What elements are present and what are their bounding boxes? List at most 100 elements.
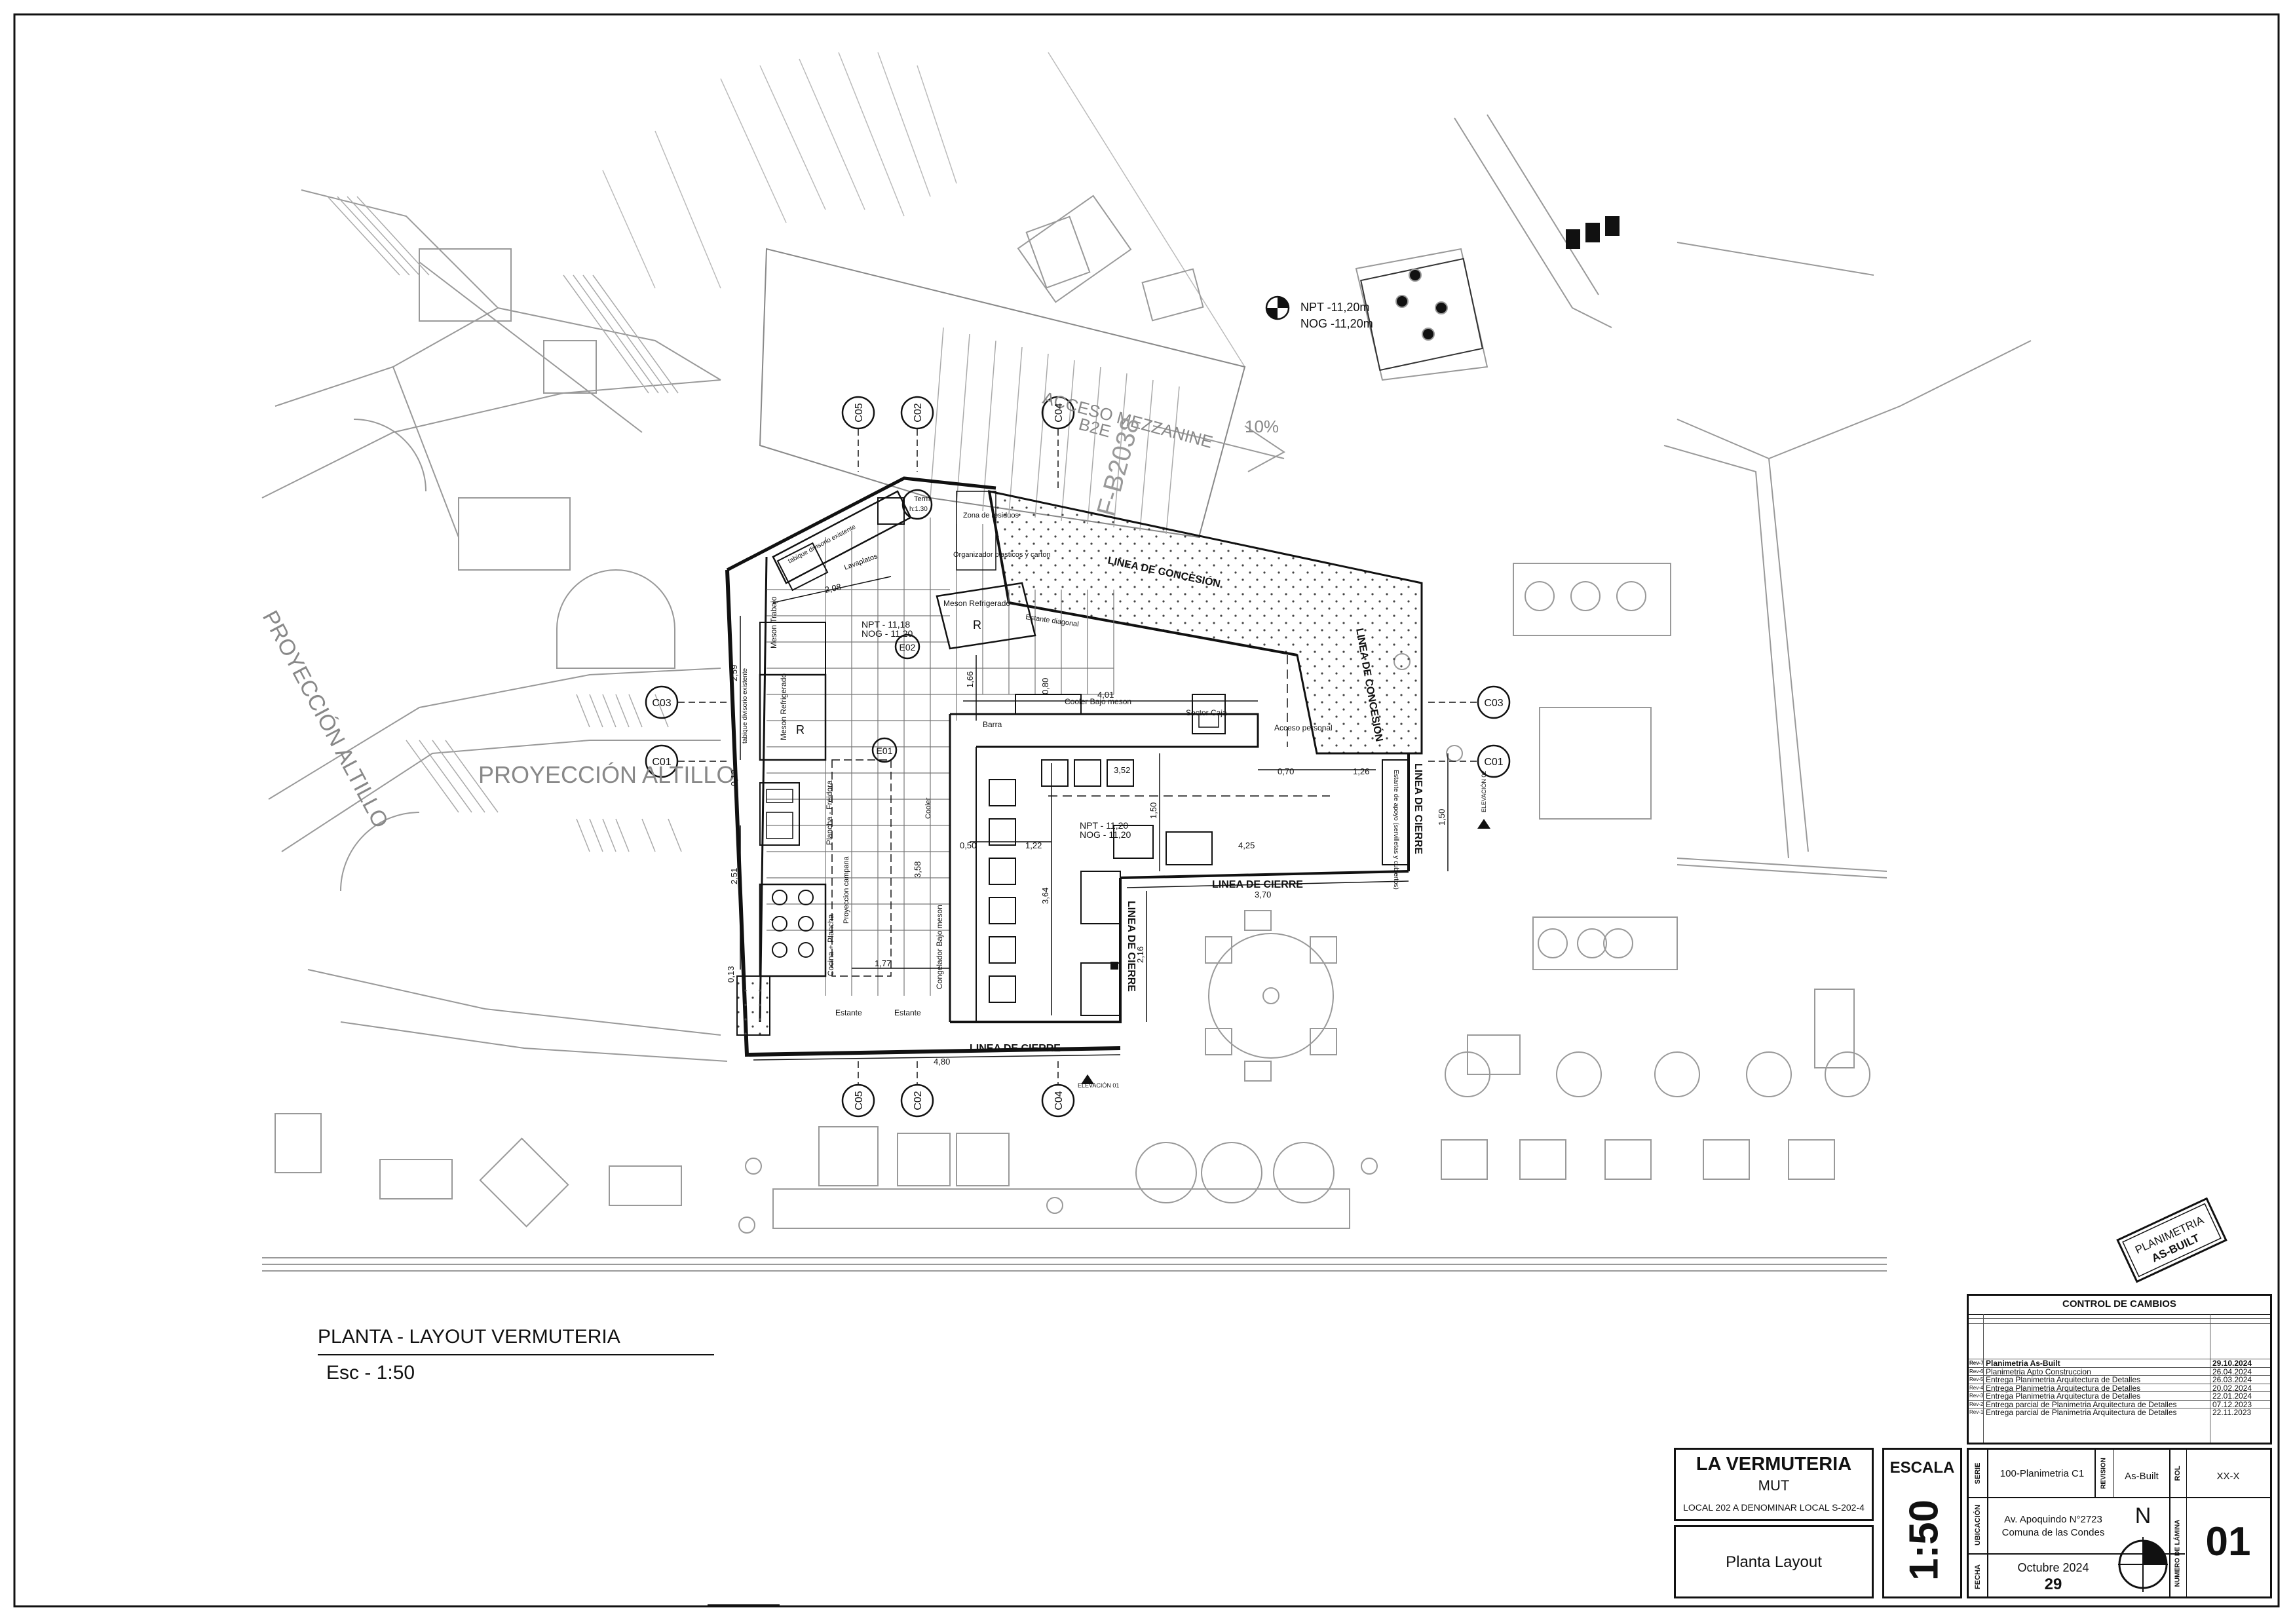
label-npt-top: NPT -11,20m xyxy=(1300,301,1369,314)
change-row-date: 29.10.2024 xyxy=(2212,1359,2252,1368)
dim-3-52: 3,52 xyxy=(1114,765,1130,775)
rol-label: ROL xyxy=(2174,1465,2182,1481)
label-nog-2: NOG - 11,20 xyxy=(1080,829,1131,840)
ubicacion-line1: Av. Apoquindo N°2723 xyxy=(2004,1514,2102,1525)
label-npt-2: NPT - 11,20 xyxy=(1080,820,1128,831)
section-marker-labels: C05 C02 C04 C05 C02 C04 C03 C01 C03 C01 … xyxy=(652,403,1503,1110)
change-row-date: 26.04.2024 xyxy=(2212,1367,2252,1376)
marker-c03-left: C03 xyxy=(652,698,671,709)
dim-2-08: 2,08 xyxy=(824,582,843,595)
label-estante-2: Estante xyxy=(894,1008,921,1017)
dim-4-25: 4,25 xyxy=(1238,840,1255,850)
dim-1-50-b: 1,50 xyxy=(1437,809,1447,825)
dim-3-58: 3,58 xyxy=(913,861,922,878)
dim-2-59: 2,59 xyxy=(729,665,739,681)
dim-4-01: 4,01 xyxy=(1097,690,1114,700)
change-row-date: 20.02.2024 xyxy=(2212,1383,2252,1393)
label-r-2: R xyxy=(973,618,981,632)
context-background xyxy=(261,52,2032,1272)
as-built-stamp: PLANIMETRIA AS-BUILT xyxy=(2116,1197,2227,1283)
label-npt-1: NPT - 11,18 xyxy=(862,619,910,630)
marker-c03-right: C03 xyxy=(1484,698,1503,709)
dim-0-50: 0,50 xyxy=(960,840,976,850)
dim-2-51: 2,51 xyxy=(729,868,739,884)
dim-1-26: 1,26 xyxy=(1353,766,1369,776)
dim-1-22: 1,22 xyxy=(1025,840,1042,850)
plan-title: PLANTA - LAYOUT VERMUTERIA xyxy=(318,1326,620,1348)
change-row-date: 26.03.2024 xyxy=(2212,1375,2252,1384)
label-term-height: h:1.30 xyxy=(909,506,928,513)
label-zona-residuos: Zona de residuos xyxy=(963,512,1019,519)
label-meson-trabajo: Meson Trabajo xyxy=(769,596,778,649)
fecha-label: FECHA xyxy=(1974,1564,1982,1589)
sheet-name: Planta Layout xyxy=(1726,1553,1822,1571)
label-proyeccion-campana: Proyeccion campana xyxy=(843,856,850,924)
main-plan xyxy=(645,295,1511,1118)
label-acceso-personal: Acceso personal xyxy=(1274,723,1333,732)
change-row-desc: Entrega Planimetria Arquitectura de Deta… xyxy=(1986,1383,2141,1393)
label-tabique-1: tabique divisorio existente xyxy=(742,668,749,744)
dim-3-64: 3,64 xyxy=(1040,888,1050,904)
marker-c01-right: C01 xyxy=(1484,757,1503,768)
dim-0-13-b: 0,13 xyxy=(726,966,736,983)
change-row-desc: Entrega parcial de Planimetria Arquitect… xyxy=(1986,1399,2177,1409)
ubicacion-label: UBICACIÓN xyxy=(1974,1504,1982,1546)
change-row-desc: Entrega Planimetria Arquitectura de Deta… xyxy=(1986,1391,2141,1401)
change-row-rev: Rev-5 xyxy=(1969,1376,1984,1382)
project-name: LA VERMUTERIA xyxy=(1696,1454,1852,1475)
client-name: MUT xyxy=(1758,1477,1790,1494)
label-term: Term xyxy=(914,495,930,503)
info-block: SERIE 100-Planimetria C1 REVISION As-Bui… xyxy=(1967,1448,2272,1598)
rol-value: XX-X xyxy=(2216,1471,2240,1482)
dim-0-13-a: 0,13 xyxy=(729,770,739,786)
dim-0-80: 0,80 xyxy=(1040,678,1050,694)
label-lavaplatos: Lavaplatos xyxy=(843,552,879,572)
change-row-rev: Rev-4 xyxy=(1969,1384,1984,1391)
serie-label: SERIE xyxy=(1974,1462,1982,1484)
dim-4-80: 4,80 xyxy=(934,1057,950,1067)
change-row-rev: Rev-2 xyxy=(1969,1401,1984,1407)
marker-c05-top: C05 xyxy=(854,403,865,422)
scale-label: ESCALA xyxy=(1889,1459,1955,1477)
local-description: LOCAL 202 A DENOMINAR LOCAL S-202-4 xyxy=(1683,1502,1865,1513)
fecha-number: 29 xyxy=(2044,1576,2062,1593)
label-cooler-vertical: Cooler xyxy=(924,797,932,819)
change-row-rev: Rev-3 xyxy=(1969,1393,1984,1399)
dimension-labels: 4,80 4,01 3,70 3,52 4,25 3,64 3,58 2,59 … xyxy=(726,582,1447,1067)
marker-c02-bottom: C02 xyxy=(913,1091,924,1110)
label-linea-cierre-bottom: LINEA DE CIERRE xyxy=(970,1043,1061,1054)
label-meson-refrigerado-top: Meson Refrigerado xyxy=(943,599,1010,608)
label-r-1: R xyxy=(796,723,805,736)
dim-0-70: 0,70 xyxy=(1278,766,1294,776)
label-plancha-freidora: Plancha - Freidora xyxy=(825,780,834,845)
label-barra: Barra xyxy=(983,720,1002,729)
sheet-name-block: Planta Layout xyxy=(1674,1525,1874,1598)
scale-value: 1:50 xyxy=(1901,1499,1947,1581)
marker-c01-left: C01 xyxy=(652,757,671,768)
change-row-desc: Entrega Planimetria Arquitectura de Deta… xyxy=(1986,1375,2141,1384)
label-elevacion-02: ELEVACIÓN 02 xyxy=(1481,771,1487,812)
change-row-date: 22.01.2024 xyxy=(2212,1391,2252,1401)
plan-scale: Esc - 1:50 xyxy=(326,1362,415,1384)
marker-e01: E01 xyxy=(877,746,893,756)
label-elevacion-01: ELEVACIÓN 01 xyxy=(1078,1082,1119,1089)
dim-1-66: 1,66 xyxy=(965,671,975,688)
marker-fills xyxy=(1081,297,1490,1084)
change-row-rev: Rev-6 xyxy=(1969,1368,1984,1374)
label-organizador: Organizador plasticos y carton xyxy=(953,551,1051,559)
label-nog-top: NOG -11,20m xyxy=(1300,317,1373,330)
marker-c05-bottom: C05 xyxy=(854,1091,865,1110)
label-congelador: Congelador Bajo meson xyxy=(935,905,944,989)
project-block: LA VERMUTERIA MUT LOCAL 202 A DENOMINAR … xyxy=(1674,1448,1874,1521)
scale-block: ESCALA 1:50 xyxy=(1882,1448,1962,1598)
lamina-label: NUMERO DE LÁMINA xyxy=(2174,1519,2182,1587)
